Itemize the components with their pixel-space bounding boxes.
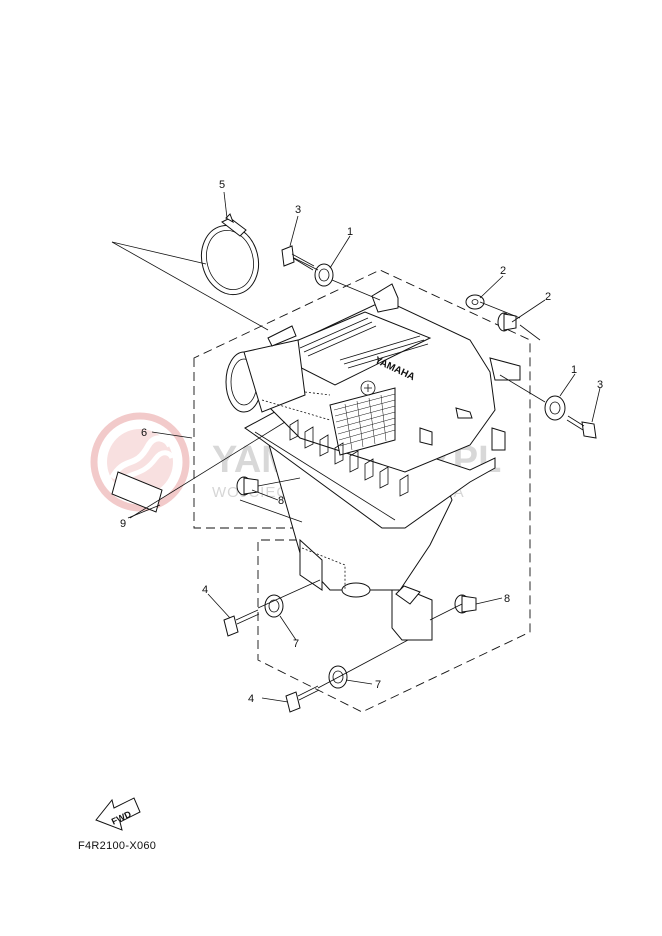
bolt-3-upper	[281, 245, 315, 271]
air-filter-case: YAMAHA	[225, 283, 521, 641]
grommet-1-right	[544, 395, 566, 421]
callout-4-lower: 4	[248, 693, 254, 705]
bolt-4-upper	[223, 609, 260, 637]
fwd-arrow-icon: FWD	[95, 797, 141, 831]
callout-8-right: 8	[504, 593, 510, 605]
bolt-4-lower	[285, 685, 320, 713]
callout-1-upper: 1	[347, 226, 353, 238]
collar-2-a	[465, 294, 485, 310]
housing-brand-logo-icon	[360, 380, 376, 396]
callout-7-lower: 7	[375, 679, 381, 691]
grommet-7-upper	[264, 594, 284, 618]
callout-1-right: 1	[571, 364, 577, 376]
diagram-code: F4R2100-X060	[78, 840, 156, 852]
callout-2-a: 2	[500, 265, 506, 277]
bolt-3-right	[566, 415, 597, 439]
callout-6: 6	[141, 427, 147, 439]
alignment-lines	[239, 257, 546, 689]
callout-8-left: 8	[278, 495, 284, 507]
callout-3-right: 3	[597, 379, 603, 391]
leader-lines	[111, 191, 601, 703]
callout-7-upper: 7	[293, 638, 299, 650]
callout-4-upper: 4	[202, 584, 208, 596]
callouts: 5 3 1 2 2 1 3 6 8 9 4 8 7 7 4	[120, 179, 603, 705]
label-9	[111, 471, 163, 513]
grommet-1-upper	[314, 263, 334, 287]
collar-8-left	[236, 476, 259, 496]
assembly-boundary	[193, 269, 531, 713]
collar-8-right	[454, 594, 477, 614]
callout-3-upper: 3	[295, 204, 301, 216]
callout-5: 5	[219, 179, 225, 191]
hose-clamp	[200, 213, 260, 296]
callout-9: 9	[120, 518, 126, 530]
collar-2-b	[497, 312, 517, 332]
callout-2-b: 2	[545, 291, 551, 303]
